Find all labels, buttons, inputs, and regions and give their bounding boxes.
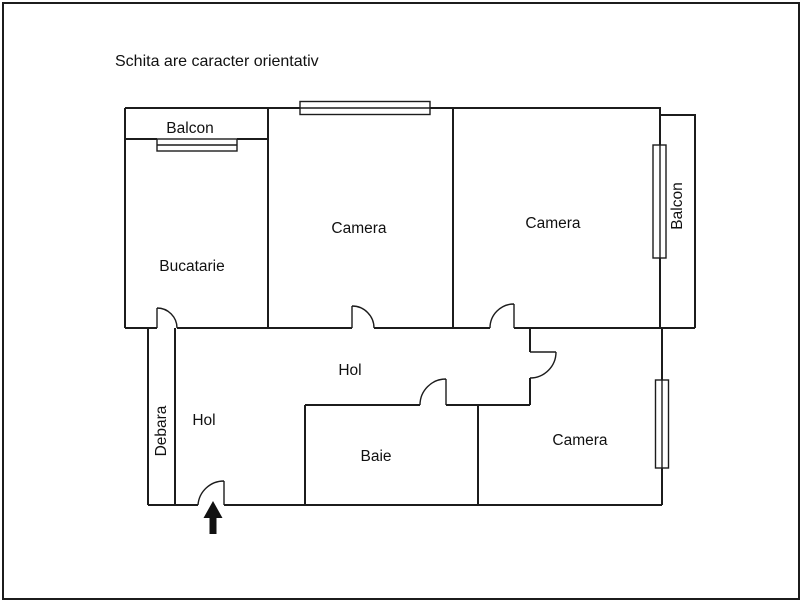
room-label-camera-top-right: Camera xyxy=(525,215,581,232)
door-camera-top-right xyxy=(489,303,515,329)
entrance-arrow-icon xyxy=(203,501,223,534)
room-label-hol-corridor: Hol xyxy=(338,362,361,379)
windows xyxy=(156,100,670,469)
door-baie xyxy=(419,378,447,406)
room-label-hol-left: Hol xyxy=(192,412,215,429)
door-bucatarie xyxy=(156,307,178,329)
door-camera-top-middle xyxy=(351,305,375,329)
room-label-camera-top-middle: Camera xyxy=(331,220,387,237)
room-label-camera-bottom-right: Camera xyxy=(552,432,608,449)
room-label-debara: Debara xyxy=(153,405,170,456)
door-entrance xyxy=(197,480,225,506)
wall-lines xyxy=(124,107,696,506)
door-camera-bottom-right xyxy=(529,351,557,379)
room-label-baie: Baie xyxy=(360,448,391,465)
room-labels: Balcon Bucatarie Camera Camera Balcon Ho… xyxy=(153,120,686,465)
walls xyxy=(124,107,696,506)
room-label-balcon-right: Balcon xyxy=(669,182,686,229)
room-label-bucatarie: Bucatarie xyxy=(159,258,224,275)
room-label-balcon-top: Balcon xyxy=(166,120,213,137)
doors xyxy=(156,303,557,506)
disclaimer-title: Schita are caracter orientativ xyxy=(115,53,319,70)
